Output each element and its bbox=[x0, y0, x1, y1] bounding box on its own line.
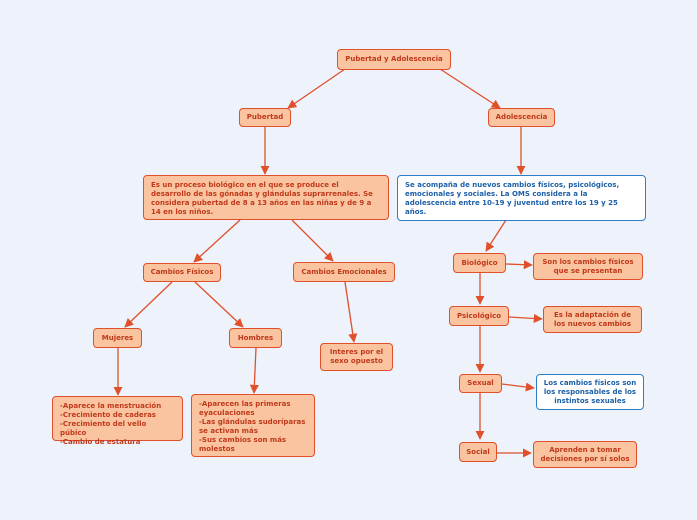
root-node[interactable]: Pubertad y Adolescencia bbox=[337, 49, 451, 70]
adolescencia-node[interactable]: Adolescencia bbox=[488, 108, 555, 127]
connector-fisicos-hombres bbox=[194, 281, 244, 328]
pubertad-node[interactable]: Pubertad bbox=[239, 108, 291, 127]
social-node[interactable]: Social bbox=[459, 442, 497, 462]
psicologico-description-node[interactable]: Es la adaptación de los nuevos cambios bbox=[543, 306, 642, 333]
connector-def-cambios-fisicos bbox=[193, 219, 241, 263]
connector-fisicos-mujeres bbox=[124, 281, 173, 328]
cambios-fisicos-node[interactable]: Cambios Físicos bbox=[143, 263, 221, 282]
connector-root-adolescencia bbox=[439, 68, 501, 109]
cambios-emocionales-node[interactable]: Cambios Emocionales bbox=[293, 262, 395, 282]
connector-hombres-list bbox=[249, 347, 259, 394]
connector-root-pubertad bbox=[287, 68, 346, 109]
sexual-node[interactable]: Sexual bbox=[459, 374, 502, 393]
connector-sexual-desc bbox=[501, 382, 535, 392]
pubertad-definition-node[interactable]: Es un proceso biológico en el que se pro… bbox=[143, 175, 389, 220]
biologico-node[interactable]: Biológico bbox=[453, 253, 506, 273]
hombres-node[interactable]: Hombres bbox=[229, 328, 282, 348]
connector-def-biologico bbox=[485, 219, 507, 252]
hombres-changes-node[interactable]: -Aparecen las primeras eyaculaciones -La… bbox=[191, 394, 315, 457]
connector-emocionales-desc bbox=[344, 281, 358, 343]
emocional-description-node[interactable]: Interes por el sexo opuesto bbox=[320, 343, 393, 371]
biologico-description-node[interactable]: Son los cambios físicos que se presentan bbox=[533, 253, 643, 280]
connector-biologico-desc bbox=[505, 260, 533, 270]
sexual-description-node[interactable]: Los cambios físicos son los responsables… bbox=[536, 374, 644, 410]
mujeres-node[interactable]: Mujeres bbox=[93, 328, 142, 348]
psicologico-node[interactable]: Psicológico bbox=[449, 306, 509, 326]
connector-def-cambios-emocionales bbox=[291, 219, 334, 262]
adolescencia-definition-node[interactable]: Se acompaña de nuevos cambios físicos, p… bbox=[397, 175, 646, 221]
connector-psicologico-desc bbox=[508, 313, 543, 324]
mujeres-changes-node[interactable]: -Aparece la menstruación -Crecimiento de… bbox=[52, 396, 183, 446]
social-description-node[interactable]: Aprenden a tomar decisiones por sí solos bbox=[533, 441, 637, 468]
